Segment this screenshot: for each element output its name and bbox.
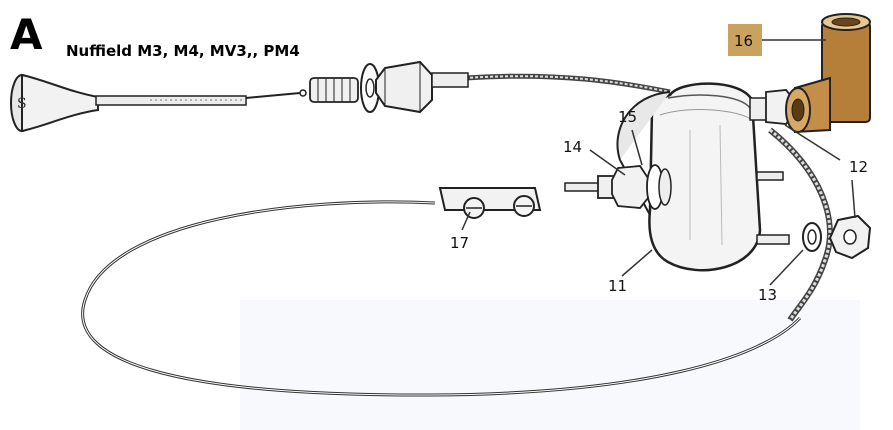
svg-text:S: S bbox=[17, 96, 27, 112]
outer-cable-sheath-stripe bbox=[464, 75, 671, 93]
callout-14: 14 bbox=[563, 138, 583, 156]
callout-13: 13 bbox=[758, 286, 778, 304]
callout-12: 12 bbox=[849, 158, 869, 176]
figure-title: Nuffield M3, M4, MV3,, PM4 bbox=[66, 42, 300, 60]
figure-letter: A bbox=[10, 10, 43, 59]
washer-13 bbox=[802, 222, 822, 252]
control-body bbox=[616, 82, 762, 272]
threaded-ferrule bbox=[309, 77, 359, 103]
nut-stub bbox=[431, 72, 469, 88]
bronze-fitting bbox=[785, 13, 871, 134]
leader-lines bbox=[461, 39, 856, 286]
pull-knob: S bbox=[10, 73, 99, 133]
background-tint bbox=[240, 300, 860, 430]
cable-clamp bbox=[438, 187, 542, 219]
callout-17: 17 bbox=[450, 234, 470, 252]
front-spindle bbox=[564, 164, 672, 210]
callout-11: 11 bbox=[608, 277, 628, 295]
right-sheath-stripe bbox=[769, 128, 832, 321]
cable-loop-inner bbox=[82, 201, 801, 396]
callout-15: 15 bbox=[618, 108, 638, 126]
callout-16: 16 bbox=[734, 32, 754, 50]
callout-16-box: 16 bbox=[728, 24, 762, 56]
hex-nut bbox=[375, 60, 433, 114]
nut-12 bbox=[828, 214, 872, 260]
spring-washer bbox=[360, 63, 380, 113]
